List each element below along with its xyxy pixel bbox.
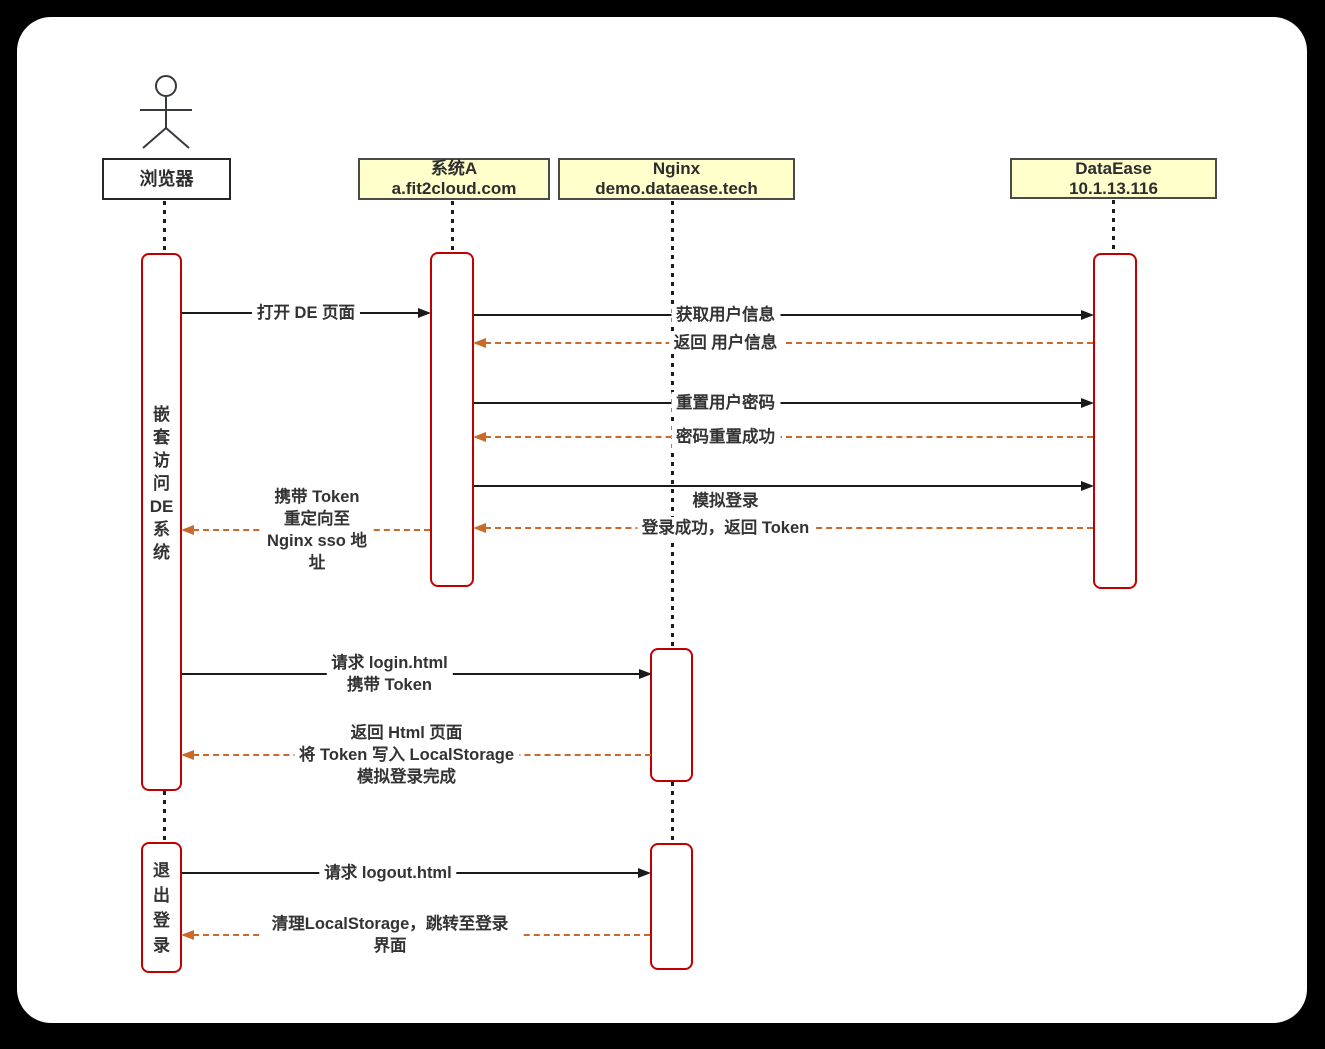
lifeline-browser-top xyxy=(163,201,166,253)
sequence-diagram-canvas: 浏览器 系统A a.fit2cloud.com Nginx demo.datae… xyxy=(17,17,1307,1023)
participant-nginx-title: Nginx xyxy=(652,159,701,178)
activation-nginx-logout xyxy=(650,843,693,970)
diagram-card: 浏览器 系统A a.fit2cloud.com Nginx demo.datae… xyxy=(17,17,1307,1023)
lifeline-dataease xyxy=(1112,200,1115,253)
message-clear-localstorage-label: 清理LocalStorage，跳转至登录界面 xyxy=(260,913,520,957)
message-line xyxy=(485,436,1093,438)
arrowhead-right-icon xyxy=(1081,398,1094,408)
message-login-success-return-token-label: 登录成功，返回 Token xyxy=(636,517,815,539)
message-return-user-info-label: 返回 用户信息 xyxy=(668,332,783,354)
message-request-login-html-label: 请求 login.html 携带 Token xyxy=(326,652,453,696)
message-request-logout-html-label: 请求 logout.html xyxy=(319,862,457,884)
participant-system-a-title: 系统A xyxy=(430,159,478,178)
participant-browser: 浏览器 xyxy=(102,158,231,200)
message-line xyxy=(485,342,1093,344)
activation-browser-logout: 退 出 登 录 xyxy=(141,842,182,973)
activation-logout-label: 退 出 登 录 xyxy=(153,860,170,955)
activation-browser-nested-access: 嵌 套 访 问 DE 系 统 xyxy=(141,253,182,791)
activation-nginx-login xyxy=(650,648,693,782)
arrowhead-right-icon xyxy=(1081,481,1094,491)
message-get-user-info-label: 获取用户信息 xyxy=(671,304,780,326)
lifeline-browser-middle xyxy=(163,791,166,842)
participant-system-a: 系统A a.fit2cloud.com xyxy=(358,158,550,200)
arrowhead-left-icon xyxy=(181,750,194,760)
participant-dataease-subtitle: 10.1.13.116 xyxy=(1069,178,1158,198)
arrowhead-left-icon xyxy=(473,523,486,533)
activation-system-a xyxy=(430,252,474,587)
message-redirect-with-token-label: 携带 Token 重定向至 Nginx sso 地址 xyxy=(260,486,374,574)
lifeline-nginx-top xyxy=(671,201,674,648)
message-reset-user-password-label: 重置用户密码 xyxy=(671,392,780,414)
participant-dataease-title: DataEase xyxy=(1075,158,1152,178)
arrowhead-right-icon xyxy=(418,308,431,318)
arrowhead-right-icon xyxy=(639,669,652,679)
participant-dataease: DataEase 10.1.13.116 xyxy=(1010,158,1217,199)
message-return-html-page-label: 返回 Html 页面 将 Token 写入 LocalStorage 模拟登录完… xyxy=(293,722,520,788)
activation-nested-access-label: 嵌 套 访 问 DE 系 统 xyxy=(149,405,174,562)
activation-dataease xyxy=(1093,253,1137,589)
arrowhead-left-icon xyxy=(473,338,486,348)
arrowhead-left-icon xyxy=(473,432,486,442)
lifeline-system-a xyxy=(451,201,454,251)
participant-nginx: Nginx demo.dataease.tech xyxy=(558,158,795,200)
participant-browser-label: 浏览器 xyxy=(139,169,194,189)
participant-nginx-subtitle: demo.dataease.tech xyxy=(595,179,758,198)
message-password-reset-success-label: 密码重置成功 xyxy=(671,426,780,448)
actor-person-icon xyxy=(140,75,192,149)
message-mock-login-label: 模拟登录 xyxy=(687,490,764,512)
arrowhead-right-icon xyxy=(638,868,651,878)
message-line xyxy=(474,485,1082,487)
arrowhead-left-icon xyxy=(181,930,194,940)
participant-system-a-subtitle: a.fit2cloud.com xyxy=(391,179,517,198)
message-open-de-page-label: 打开 DE 页面 xyxy=(251,302,361,324)
lifeline-nginx-middle xyxy=(671,782,674,843)
arrowhead-right-icon xyxy=(1081,310,1094,320)
arrowhead-left-icon xyxy=(181,525,194,535)
